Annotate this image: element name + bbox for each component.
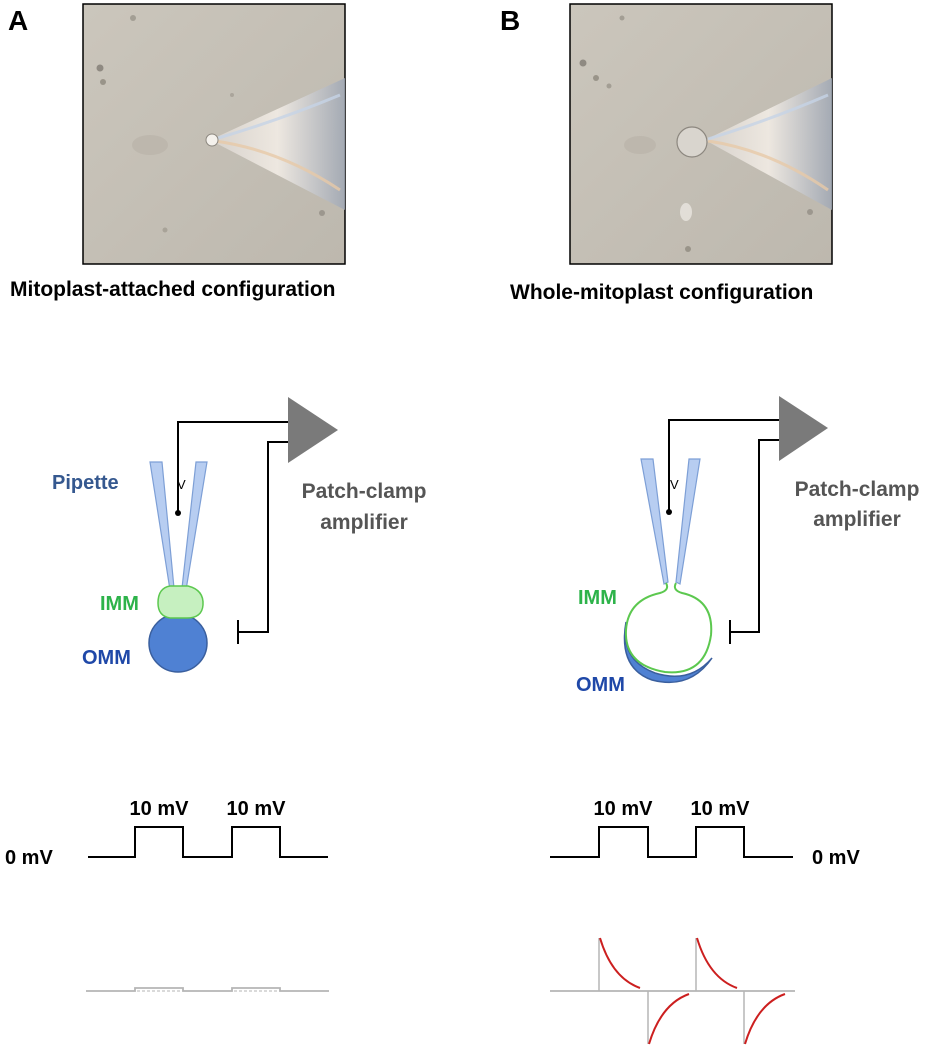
micrograph-a (82, 3, 346, 265)
panel-letter-b: B (500, 5, 520, 36)
caption-a: Mitoplast-attached configuration (10, 278, 336, 301)
ground-wire-b (730, 439, 779, 633)
pipette-label: Pipette (52, 472, 119, 494)
omm-crescent-b (623, 621, 713, 684)
v-label-a: V (177, 477, 186, 492)
voltage-protocol-a (88, 826, 328, 858)
amplifier-label-b-line2: amplifier (813, 508, 901, 531)
omm-sphere-a (148, 613, 208, 673)
imm-bulb-a (157, 585, 204, 619)
circuit-a (175, 397, 338, 644)
panel-a: A Mitoplast-attached configuration (5, 3, 427, 992)
transient-on-2 (696, 937, 738, 989)
current-trace-b (550, 937, 795, 1045)
ground-wire-a (238, 441, 288, 633)
pipette-b (640, 458, 701, 585)
transient-on-1 (599, 937, 641, 989)
v-label-b: V (670, 477, 679, 492)
micrograph-b (569, 3, 833, 265)
baseline-label-b: 0 mV (812, 847, 860, 869)
transient-off-1 (648, 993, 690, 1045)
imm-label-b: IMM (578, 587, 617, 609)
transient-off-2 (744, 993, 786, 1045)
electrode-tip-b (666, 509, 672, 515)
amplifier-label-b-line1: Patch-clamp (795, 478, 920, 501)
caption-b: Whole-mitoplast configuration (510, 281, 813, 304)
omm-label-b: OMM (576, 674, 625, 696)
pulse2-label-b: 10 mV (691, 798, 751, 820)
electrode-wire-a (177, 421, 288, 512)
current-trace-a (86, 987, 329, 992)
electrode-wire-b (668, 419, 779, 511)
baseline-label-a: 0 mV (5, 847, 53, 869)
imm-membrane-b (624, 582, 713, 674)
omm-label-a: OMM (82, 647, 131, 669)
pulse1-label-b: 10 mV (594, 798, 654, 820)
pulse1-label-a: 10 mV (130, 798, 190, 820)
voltage-protocol-b (550, 826, 793, 858)
imm-label-a: IMM (100, 593, 139, 615)
pulse2-label-a: 10 mV (227, 798, 287, 820)
electrode-tip-a (175, 510, 181, 516)
triangle-amplifier-icon-b (779, 396, 828, 461)
panel-b: B Whole-mitoplast configuration (500, 3, 920, 1045)
circuit-b (666, 396, 828, 644)
amplifier-label-a-line2: amplifier (320, 511, 408, 534)
amplifier-label-a-line1: Patch-clamp (302, 480, 427, 503)
triangle-amplifier-icon (288, 397, 338, 463)
panel-letter-a: A (8, 5, 28, 36)
